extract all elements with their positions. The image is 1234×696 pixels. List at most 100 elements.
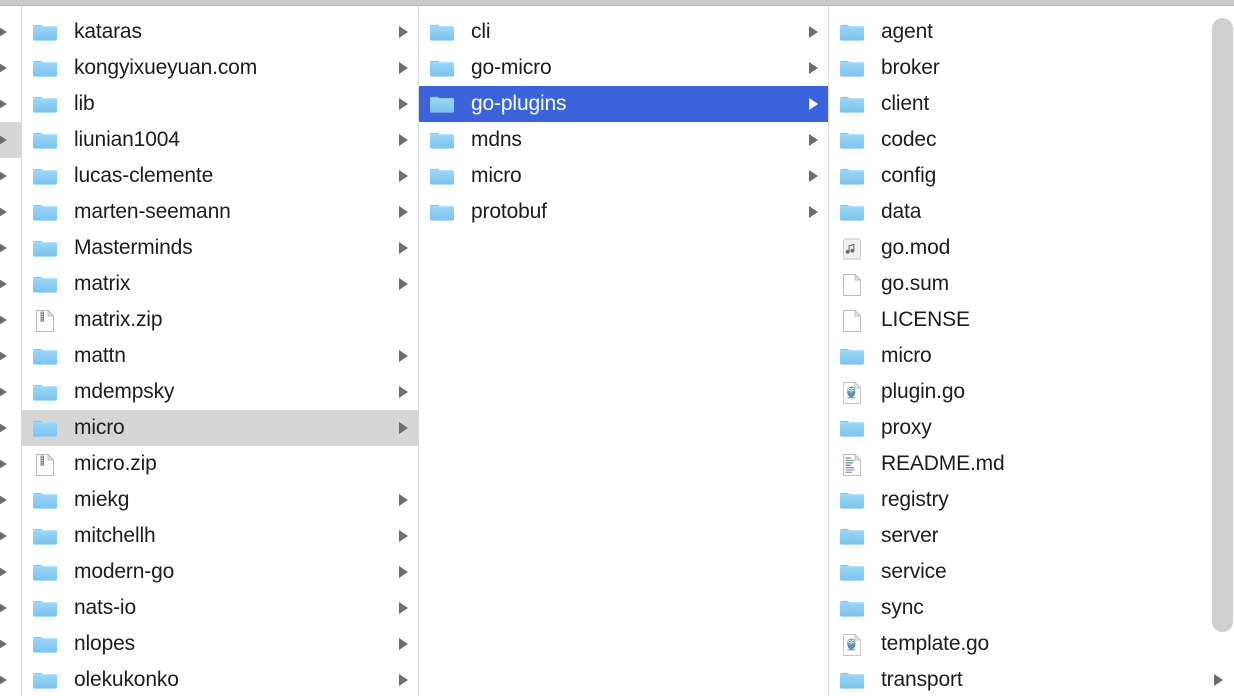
disclosure-chevron-icon[interactable] — [0, 567, 7, 577]
list-item-transport[interactable]: transport — [829, 662, 1233, 696]
list-item-go.mod[interactable]: go.mod — [829, 230, 1233, 266]
list-item-README.md[interactable]: README.md — [829, 446, 1233, 482]
disclosure-chevron-icon[interactable] — [809, 26, 818, 38]
list-item-marten-seemann[interactable]: marten-seemann — [22, 194, 418, 230]
disclosure-chevron-icon[interactable] — [0, 675, 7, 685]
list-item-plugin.go[interactable]: plugin.go — [829, 374, 1233, 410]
disclosure-chevron-icon[interactable] — [0, 531, 7, 541]
disclosure-chevron-icon[interactable] — [399, 26, 408, 38]
list-item[interactable] — [0, 122, 21, 158]
disclosure-chevron-icon[interactable] — [0, 603, 7, 613]
list-item-LICENSE[interactable]: LICENSE — [829, 302, 1233, 338]
disclosure-chevron-icon[interactable] — [399, 386, 408, 398]
list-item[interactable] — [0, 410, 21, 446]
list-item-broker[interactable]: broker — [829, 50, 1233, 86]
list-item-nlopes[interactable]: nlopes — [22, 626, 418, 662]
vertical-scrollbar[interactable] — [1212, 18, 1233, 632]
list-item-data[interactable]: data — [829, 194, 1233, 230]
column-2[interactable]: cli go-micro go-plugins — [419, 6, 829, 696]
disclosure-chevron-icon[interactable] — [0, 135, 7, 145]
disclosure-chevron-icon[interactable] — [1214, 674, 1223, 686]
disclosure-chevron-icon[interactable] — [0, 495, 7, 505]
list-item[interactable] — [0, 374, 21, 410]
disclosure-chevron-icon[interactable] — [0, 243, 7, 253]
list-item[interactable] — [0, 50, 21, 86]
list-item-micro[interactable]: micro — [22, 410, 418, 446]
disclosure-chevron-icon[interactable] — [399, 494, 408, 506]
disclosure-chevron-icon[interactable] — [0, 207, 7, 217]
disclosure-chevron-icon[interactable] — [809, 170, 818, 182]
disclosure-chevron-icon[interactable] — [0, 315, 7, 325]
list-item[interactable] — [0, 626, 21, 662]
list-item-client[interactable]: client — [829, 86, 1233, 122]
disclosure-chevron-icon[interactable] — [399, 62, 408, 74]
list-item-nats-io[interactable]: nats-io — [22, 590, 418, 626]
list-item-micro.zip[interactable]: micro.zip — [22, 446, 418, 482]
list-item-proxy[interactable]: proxy — [829, 410, 1233, 446]
list-item[interactable] — [0, 230, 21, 266]
list-item[interactable] — [0, 446, 21, 482]
disclosure-chevron-icon[interactable] — [399, 98, 408, 110]
disclosure-chevron-icon[interactable] — [399, 206, 408, 218]
column-1[interactable]: kataras kongyixueyuan.com lib — [22, 6, 419, 696]
disclosure-chevron-icon[interactable] — [399, 422, 408, 434]
list-item[interactable] — [0, 266, 21, 302]
list-item-miekg[interactable]: miekg — [22, 482, 418, 518]
list-item-mdempsky[interactable]: mdempsky — [22, 374, 418, 410]
list-item[interactable] — [0, 302, 21, 338]
disclosure-chevron-icon[interactable] — [399, 134, 408, 146]
list-item-kataras[interactable]: kataras — [22, 14, 418, 50]
disclosure-chevron-icon[interactable] — [809, 206, 818, 218]
disclosure-chevron-icon[interactable] — [0, 171, 7, 181]
disclosure-chevron-icon[interactable] — [399, 638, 408, 650]
disclosure-chevron-icon[interactable] — [399, 170, 408, 182]
list-item-matrix[interactable]: matrix — [22, 266, 418, 302]
list-item[interactable] — [0, 158, 21, 194]
disclosure-chevron-icon[interactable] — [399, 674, 408, 686]
list-item-lucas-clemente[interactable]: lucas-clemente — [22, 158, 418, 194]
list-item-server[interactable]: server — [829, 518, 1233, 554]
list-item[interactable] — [0, 662, 21, 696]
disclosure-chevron-icon[interactable] — [399, 602, 408, 614]
list-item-kongyixueyuan.com[interactable]: kongyixueyuan.com — [22, 50, 418, 86]
list-item[interactable] — [0, 518, 21, 554]
disclosure-chevron-icon[interactable] — [0, 27, 7, 37]
list-item-matrix.zip[interactable]: matrix.zip — [22, 302, 418, 338]
disclosure-chevron-icon[interactable] — [809, 98, 818, 110]
disclosure-chevron-icon[interactable] — [399, 530, 408, 542]
list-item[interactable] — [0, 194, 21, 230]
disclosure-chevron-icon[interactable] — [399, 278, 408, 290]
disclosure-chevron-icon[interactable] — [809, 134, 818, 146]
disclosure-chevron-icon[interactable] — [0, 351, 7, 361]
list-item-liunian1004[interactable]: liunian1004 — [22, 122, 418, 158]
list-item-config[interactable]: config — [829, 158, 1233, 194]
disclosure-chevron-icon[interactable] — [0, 459, 7, 469]
disclosure-chevron-icon[interactable] — [0, 279, 7, 289]
disclosure-chevron-icon[interactable] — [399, 566, 408, 578]
list-item-go-plugins[interactable]: go-plugins — [419, 86, 828, 122]
disclosure-chevron-icon[interactable] — [0, 423, 7, 433]
list-item-mdns[interactable]: mdns — [419, 122, 828, 158]
disclosure-chevron-icon[interactable] — [0, 639, 7, 649]
list-item-lib[interactable]: lib — [22, 86, 418, 122]
disclosure-chevron-icon[interactable] — [399, 350, 408, 362]
disclosure-chevron-icon[interactable] — [399, 242, 408, 254]
list-item-cli[interactable]: cli — [419, 14, 828, 50]
disclosure-chevron-icon[interactable] — [0, 387, 7, 397]
list-item-mattn[interactable]: mattn — [22, 338, 418, 374]
list-item[interactable] — [0, 86, 21, 122]
column-ancestor-sliver[interactable] — [0, 6, 22, 696]
list-item-service[interactable]: service — [829, 554, 1233, 590]
list-item-micro[interactable]: micro — [829, 338, 1233, 374]
list-item[interactable] — [0, 482, 21, 518]
list-item-template.go[interactable]: template.go — [829, 626, 1233, 662]
list-item-micro[interactable]: micro — [419, 158, 828, 194]
list-item-codec[interactable]: codec — [829, 122, 1233, 158]
list-item[interactable] — [0, 14, 21, 50]
list-item-protobuf[interactable]: protobuf — [419, 194, 828, 230]
disclosure-chevron-icon[interactable] — [0, 63, 7, 73]
list-item-go.sum[interactable]: go.sum — [829, 266, 1233, 302]
list-item-modern-go[interactable]: modern-go — [22, 554, 418, 590]
column-3[interactable]: agent broker client — [829, 6, 1233, 696]
list-item-go-micro[interactable]: go-micro — [419, 50, 828, 86]
